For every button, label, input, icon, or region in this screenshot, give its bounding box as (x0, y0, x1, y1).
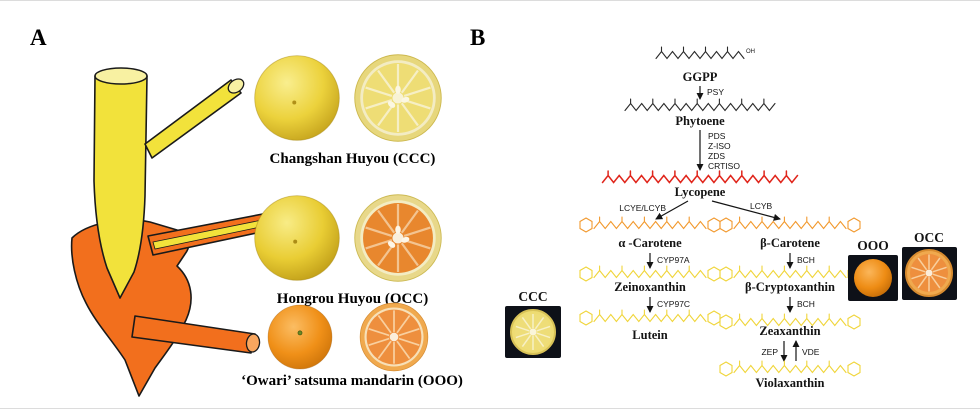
scion-cut-top (94, 67, 148, 85)
section-segments (911, 254, 947, 292)
photo-ooo: OOO (848, 238, 898, 301)
photo-label-occ: OCC (914, 230, 944, 245)
ggpp-structure (655, 46, 745, 60)
scion-branch-cut (227, 78, 245, 94)
enzyme-bch-1: BCH (797, 255, 815, 265)
fruit-caption-ccc: Changshan Huyou (CCC) (269, 151, 436, 167)
enzyme-cyp97a: CYP97A (657, 255, 690, 265)
node-alpha-carotene: α -Carotene (618, 236, 682, 250)
scion-branch (144, 79, 242, 159)
section-segments (368, 310, 420, 364)
enzyme-cyp97c: CYP97C (657, 299, 690, 309)
node-ggpp: GGPP (683, 70, 718, 84)
fruit-section-occ (354, 194, 442, 282)
fruit-whole-ooo (267, 304, 333, 370)
rootstock-shape (70, 219, 192, 397)
section-segments (515, 314, 551, 350)
section-segments (365, 63, 431, 133)
enzyme-crtiso: CRTISO (708, 161, 740, 171)
node-lycopene: Lycopene (675, 185, 726, 199)
beta-cryptoxanthin-structure (719, 265, 861, 282)
rootstock-lower-branch (131, 315, 256, 354)
photo-ccc: CCC (505, 289, 561, 358)
photo-label-ccc: CCC (518, 289, 547, 304)
ggpp-oh-label: OH (746, 49, 755, 55)
node-phytoene: Phytoene (675, 114, 725, 128)
enzyme-z-iso: Z-ISO (708, 141, 731, 151)
lower-branch-cut (245, 333, 261, 353)
photo-occ: OCC (902, 230, 957, 300)
enzyme-vde: VDE (802, 347, 820, 357)
node-zeinoxanthin: Zeinoxanthin (614, 280, 686, 294)
node-beta-carotene: β-Carotene (760, 236, 820, 250)
enzyme-lcye-lcyb: LCYE/LCYB (619, 203, 666, 213)
node-lutein: Lutein (632, 328, 667, 342)
scion-trunk (93, 75, 148, 299)
enzyme-pds: PDS (708, 131, 726, 141)
fruit-section-ooo (359, 302, 429, 372)
node-zeaxanthin: Zeaxanthin (759, 324, 820, 338)
lutein-structure (579, 309, 721, 326)
phytoene-structure (624, 98, 776, 112)
zeinoxanthin-structure (579, 265, 721, 282)
enzyme-psy: PSY (707, 87, 724, 97)
photo-label-ooo: OOO (857, 238, 889, 253)
node-violaxanthin: Violaxanthin (755, 376, 824, 390)
enzyme-zds: ZDS (708, 151, 725, 161)
alpha-carotene-structure (579, 216, 721, 233)
fruit-whole-ccc (254, 55, 340, 141)
node-beta-cryptoxanthin: β-Cryptoxanthin (745, 280, 835, 294)
carotenoid-pathway-diagram: OH GGPP PSY Phytoene PDS Z-ISO ZDS CRTIS… (505, 46, 957, 390)
enzyme-bch-2: BCH (797, 299, 815, 309)
panel-b-label: B (470, 25, 486, 50)
enzyme-lcyb: LCYB (750, 201, 773, 211)
zeaxanthin-structure (719, 313, 861, 330)
fruit-caption-ooo: ‘Owari’ satsuma mandarin (OOO) (241, 373, 463, 389)
beta-carotene-structure (719, 216, 861, 233)
panel-a-label: A (30, 25, 47, 50)
arrow-lcyb (711, 200, 781, 221)
lycopene-structure (601, 170, 799, 184)
enzyme-zep: ZEP (761, 347, 778, 357)
arrow-lcye-lcyb (655, 200, 689, 220)
fruit-whole-occ (254, 195, 340, 281)
violaxanthin-structure (719, 360, 861, 377)
fruit-section-ccc (354, 54, 442, 142)
